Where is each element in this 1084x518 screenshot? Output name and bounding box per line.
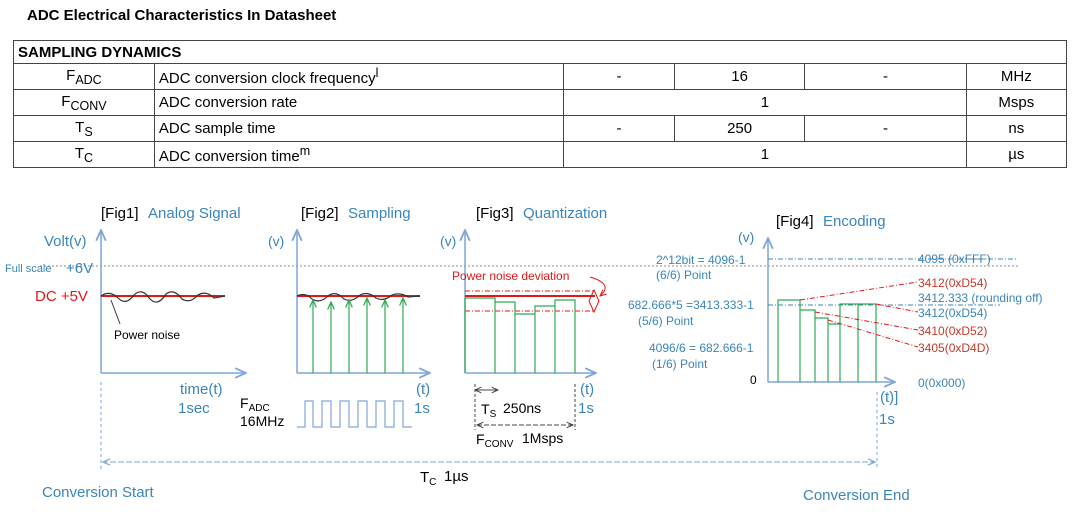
adc-diagram: [Fig1] Analog Signal Volt(v) Full scale …: [5, 205, 1043, 504]
conversion-end-label: Conversion End: [803, 487, 910, 504]
fig4-left-label-2: 682.666*5 =3413.333-1: [628, 298, 754, 312]
unit-cell: Msps: [965, 89, 1068, 116]
table-row: TC ADC conversion timem 1 µs: [13, 141, 1068, 168]
quantized-steps: [464, 297, 576, 373]
value-cell: 1: [563, 89, 967, 116]
fig2-y-label: (v): [268, 233, 284, 249]
description-cell: ADC conversion rate: [153, 89, 565, 116]
fig3-tag: [Fig3]: [476, 205, 514, 222]
fconv-value: 1Msps: [522, 430, 563, 446]
fig4-left-label-0: 2^12bit = 4096-1: [656, 253, 746, 267]
deviation-pointer: [589, 276, 605, 296]
fig4-right-label-4: 3410(0xD52): [918, 324, 987, 338]
description-cell: ADC sample time: [153, 115, 565, 142]
conversion-start-label: Conversion Start: [42, 484, 155, 501]
min-cell: -: [563, 63, 675, 90]
quantize-separators: [494, 302, 556, 373]
full-scale-label: Full scale: [5, 263, 51, 275]
unit-cell: MHz: [965, 63, 1068, 90]
fig4-left-label-3: (5/6) Point: [638, 314, 694, 328]
value-cell: 1: [563, 141, 967, 168]
description-cell: ADC conversion timem: [153, 141, 565, 168]
fig4-right-label-2: 3412.333 (rounding off): [918, 291, 1043, 305]
fig4-left-label-4: 4096/6 = 682.666-1: [649, 341, 754, 355]
unit-cell: µs: [965, 141, 1068, 168]
fig4-zero-label: 0: [750, 373, 757, 387]
fig4-x-unit: 1s: [879, 411, 895, 428]
description-cell: ADC conversion clock frequencyl: [153, 63, 565, 90]
fig1-title: Analog Signal: [148, 205, 241, 222]
fig2-x-label: (t): [416, 381, 430, 398]
ts-label: TS: [481, 401, 497, 420]
fig1-x-unit: 1sec: [178, 400, 210, 417]
table-row: TS ADC sample time - 250 - ns: [13, 115, 1068, 142]
fig1-tag: [Fig1]: [101, 205, 139, 222]
fig4-right-label-0: 4095 (0xFFF): [918, 252, 991, 266]
fadc-value: 16MHz: [240, 413, 284, 429]
fig2-x-unit: 1s: [414, 400, 430, 417]
typ-cell: 16: [673, 63, 806, 90]
encode-separators: [799, 304, 859, 382]
symbol-cell: TC: [13, 141, 155, 168]
typ-cell: 250: [673, 115, 806, 142]
section-header: SAMPLING DYNAMICS: [13, 40, 1067, 64]
fig3-title: Quantization: [523, 205, 607, 222]
min-cell: -: [563, 115, 675, 142]
map-d4d: [827, 319, 919, 348]
encoded-steps: [777, 299, 877, 382]
symbol-cell: FADC: [13, 63, 155, 90]
fig1-y-label: Volt(v): [44, 233, 87, 250]
symbol-cell: FCONV: [13, 89, 155, 116]
sample-arrows: [313, 298, 403, 373]
plus6v-label: +6V: [66, 260, 93, 277]
fig4-right-label-3: 3412(0xD54): [918, 306, 987, 320]
noise-pointer: [110, 299, 121, 325]
fig2-noise-wave: [296, 292, 421, 302]
map-d52: [814, 311, 919, 331]
spec-table: SAMPLING DYNAMICS FADC ADC conversion cl…: [13, 40, 1068, 168]
fig4-left-label-1: (6/6) Point: [656, 268, 712, 282]
symbol-cell: TS: [13, 115, 155, 142]
table-row: FCONV ADC conversion rate 1 Msps: [13, 89, 1068, 116]
deviation-marker: [588, 288, 600, 314]
fig4-title: Encoding: [823, 213, 886, 230]
table-row: FADC ADC conversion clock frequencyl - 1…: [13, 63, 1068, 90]
fig2-tag: [Fig2]: [301, 205, 339, 222]
tc-label: TC: [420, 469, 436, 488]
clock-waveform: [297, 400, 412, 428]
unit-cell: ns: [965, 115, 1068, 142]
fconv-label: FCONV: [476, 431, 514, 450]
fig3-y-label: (v): [440, 233, 456, 249]
fig4-right-label-6: 0(0x000): [918, 376, 965, 390]
map-d54: [875, 303, 919, 313]
fadc-label: FADC: [240, 395, 270, 414]
max-cell: -: [804, 115, 967, 142]
fig3-x-label: (t): [580, 381, 594, 398]
fig3-x-unit: 1s: [578, 400, 594, 417]
fig1-x-label: time(t): [180, 381, 223, 398]
power-noise-label: Power noise: [114, 328, 180, 342]
fig4-tag: [Fig4]: [776, 213, 814, 230]
page-title: ADC Electrical Characteristics In Datash…: [27, 7, 337, 24]
deviation-label: Power noise deviation: [452, 269, 569, 283]
ts-value: 250ns: [503, 400, 541, 416]
max-cell: -: [804, 63, 967, 90]
fig4-right-label-5: 3405(0xD4D): [918, 341, 989, 355]
tc-value: 1µs: [444, 468, 469, 485]
dc5v-label: DC +5V: [35, 288, 88, 305]
fig4-left-label-5: (1/6) Point: [652, 357, 708, 371]
fig2-title: Sampling: [348, 205, 411, 222]
noise-wave: [100, 291, 226, 303]
fig4-x-label: (t)]: [880, 389, 898, 406]
map-d54-top: [799, 281, 919, 301]
fig4-right-label-1: 3412(0xD54): [918, 276, 987, 290]
fig4-y-label: (v): [738, 229, 754, 245]
